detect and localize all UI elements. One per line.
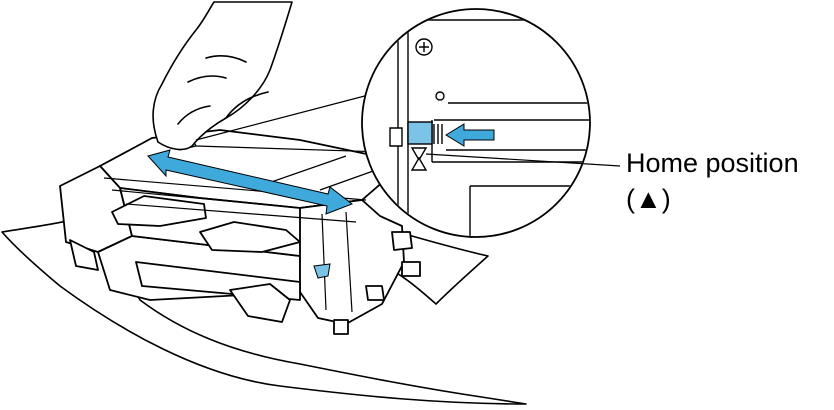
handle-grip xyxy=(111,195,207,227)
gear-boss-4 xyxy=(333,319,349,335)
screw-head-icon xyxy=(415,38,433,56)
slide-direction-arrow xyxy=(147,149,354,215)
lower-left-foot xyxy=(69,239,99,271)
home-position-label: Home position xyxy=(626,148,799,178)
slider-block xyxy=(407,121,433,145)
home-arrow xyxy=(445,123,495,147)
triangle-up-icon xyxy=(410,156,428,171)
home-position-marker-label: (▲) xyxy=(626,184,671,214)
gear-boss-3 xyxy=(365,285,385,301)
callout-leader-line xyxy=(425,153,621,167)
triangle-down-icon xyxy=(410,147,428,162)
magnifier-leader-lines xyxy=(195,91,385,153)
gear-boss-1 xyxy=(391,231,413,251)
hand-illustration xyxy=(152,1,293,151)
gear-boss-2 xyxy=(401,261,421,277)
side-blue-tab xyxy=(313,263,331,279)
small-hole xyxy=(435,91,445,101)
hatch-marks xyxy=(433,124,443,144)
magnified-detail xyxy=(361,8,591,238)
magnifier-circle xyxy=(361,8,591,238)
side-stub xyxy=(389,127,403,147)
lower-bracket xyxy=(229,283,291,323)
